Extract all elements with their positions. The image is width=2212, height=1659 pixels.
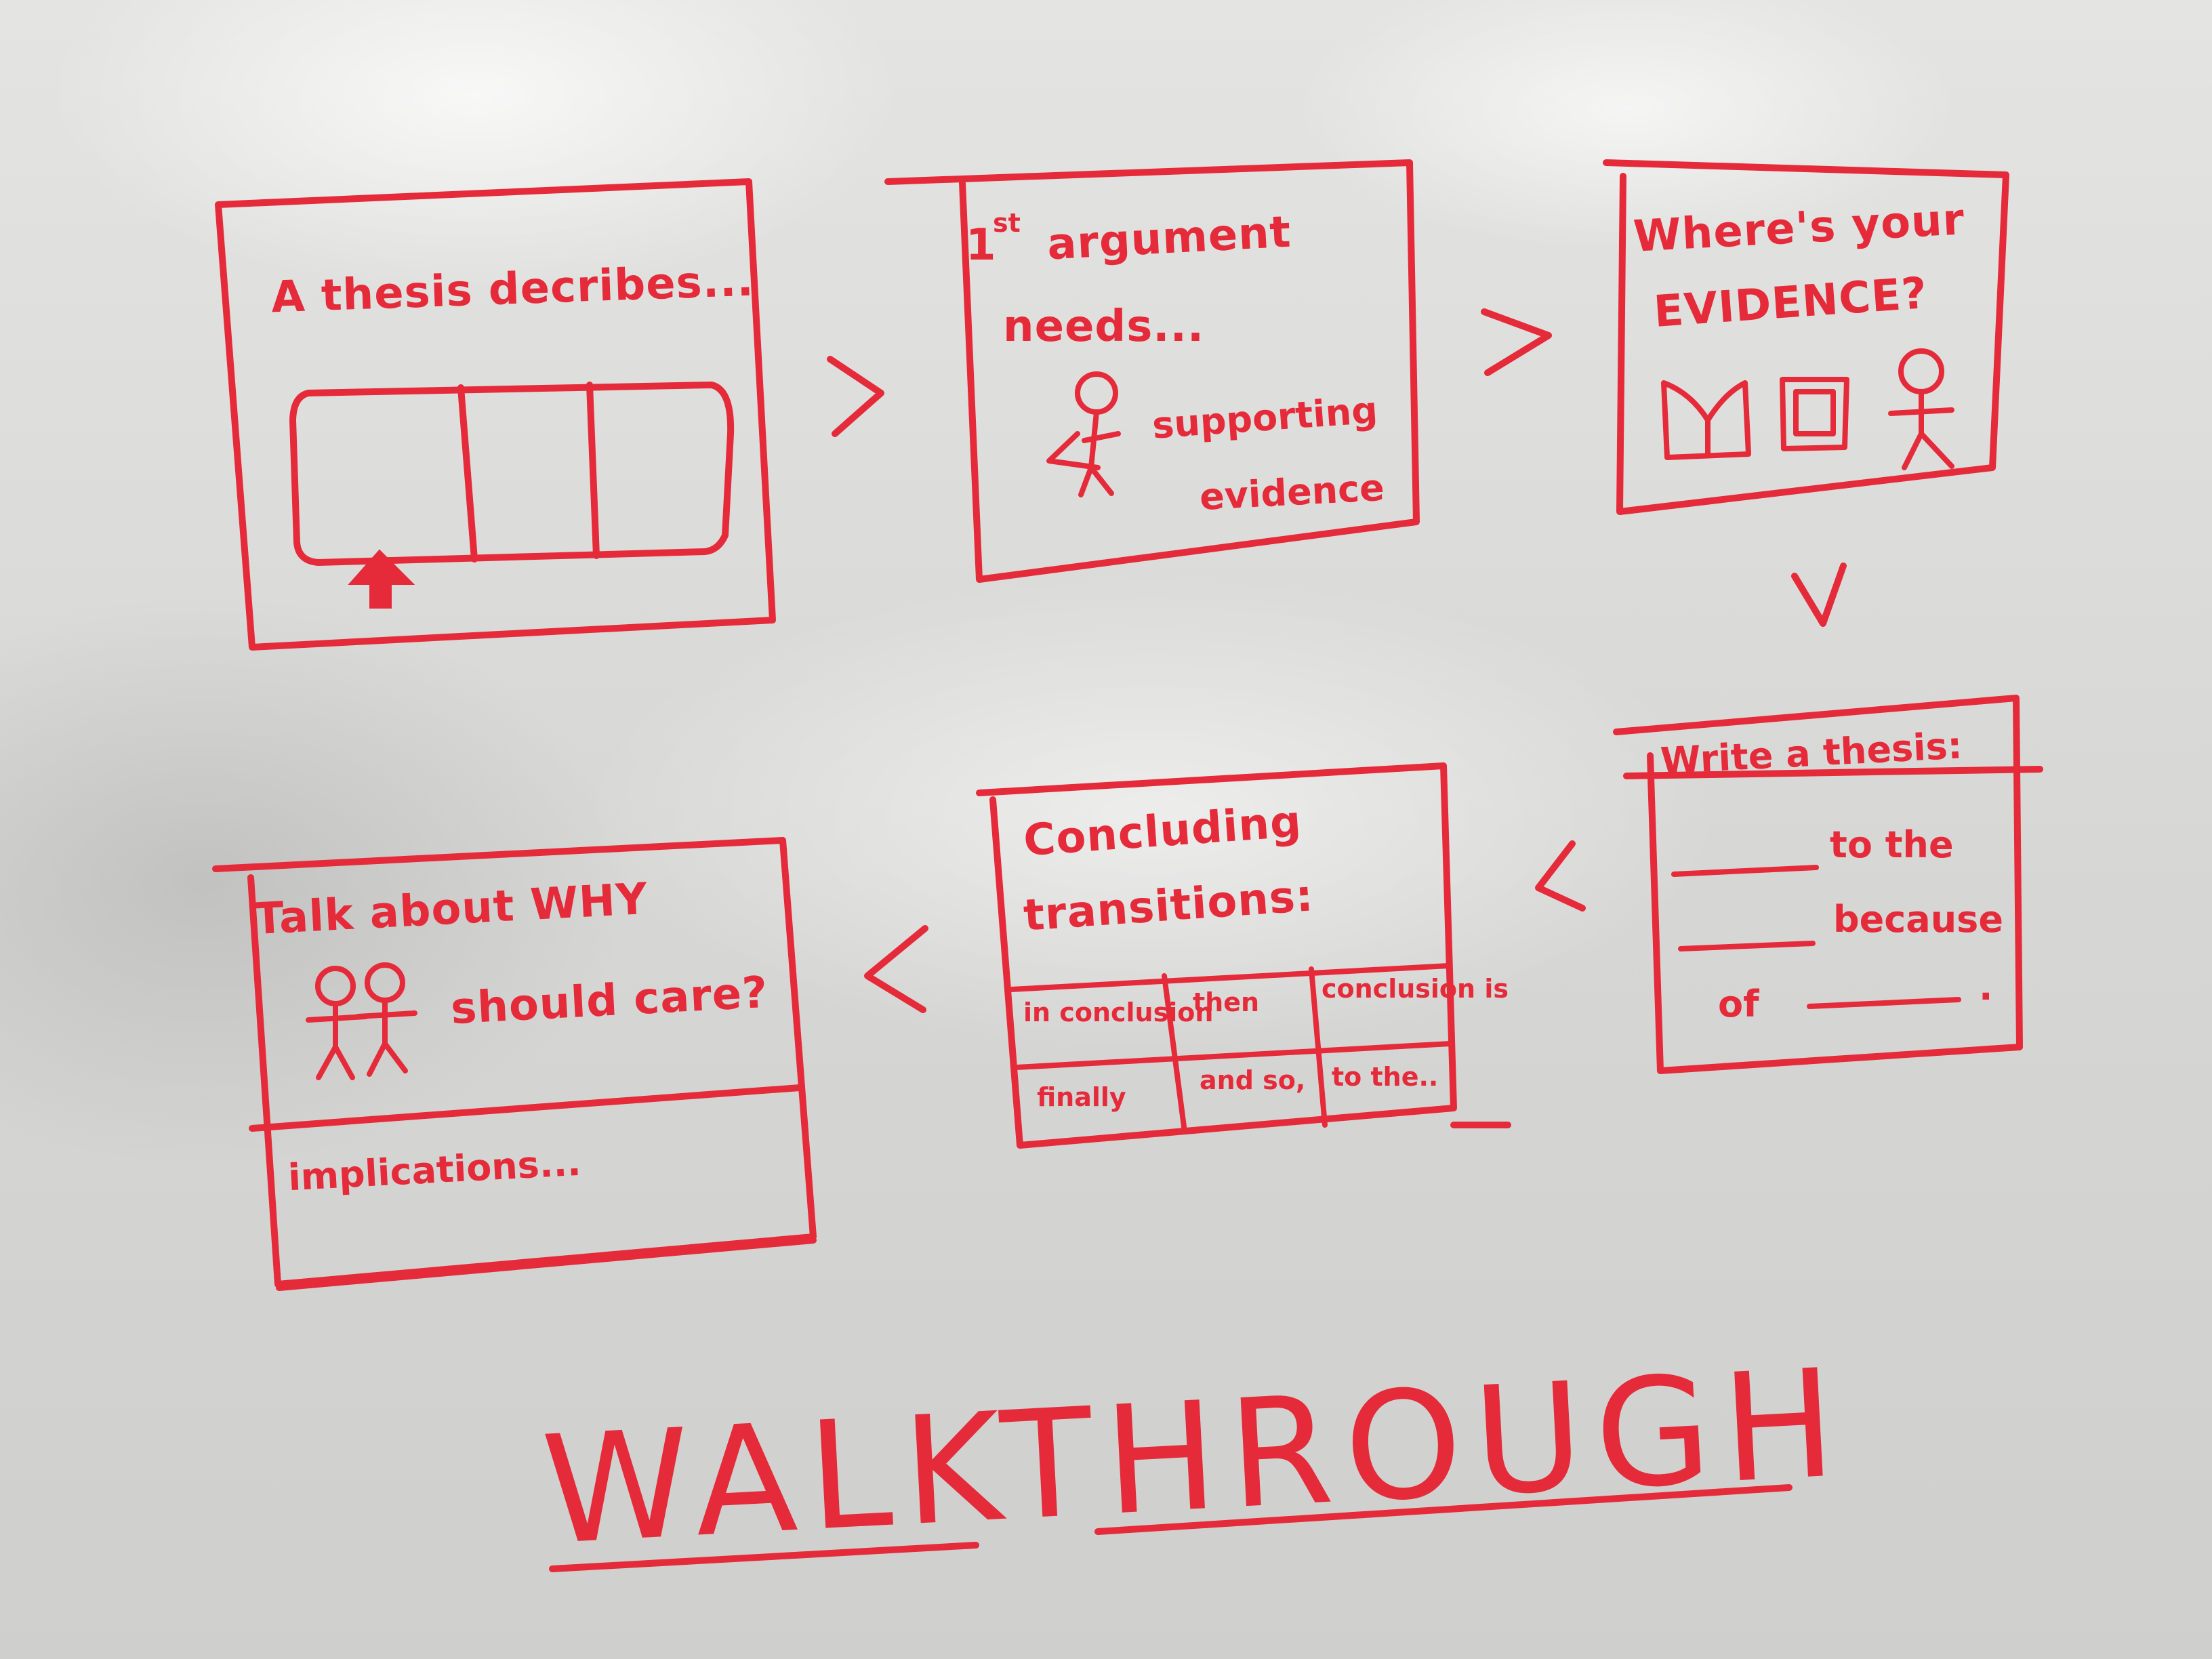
frame-2-heading-line2: needs... — [1003, 302, 1205, 352]
frame-6-border — [212, 837, 817, 1291]
person-icon — [1888, 348, 1954, 470]
title-underline-2 — [1094, 1484, 1793, 1535]
frame-1-border — [215, 178, 776, 651]
frame-4-line2: because — [1833, 898, 2003, 941]
arrow-left-1 — [1535, 840, 1586, 912]
frame-2-caption-line2: evidence — [1198, 466, 1386, 519]
transition-cell: to the.. — [1332, 1062, 1439, 1092]
pointer-arrow-icon — [348, 549, 415, 609]
fill-in-blanks — [1671, 865, 1961, 1009]
arrow-right-2 — [1481, 308, 1552, 376]
frame-2-heading: argument — [1046, 207, 1293, 270]
frame-4-line3-prefix: of — [1718, 983, 1759, 1025]
title-underline-1 — [549, 1542, 979, 1572]
arrow-left-2 — [864, 925, 928, 1013]
arrow-down — [1791, 562, 1847, 627]
transition-cell: and so, — [1200, 1065, 1306, 1095]
transition-cell: conclusion is — [1322, 974, 1509, 1004]
frame-4-line1: to the — [1830, 823, 1954, 866]
frame-4-line3-suffix: . — [1979, 966, 1993, 1008]
frame-2-heading-superscript: st — [993, 208, 1021, 238]
frame-2-border — [884, 159, 1420, 583]
thesis-bar-diagram — [289, 382, 735, 566]
arrow-right-1 — [827, 356, 884, 437]
person-pointing-icon — [1046, 371, 1121, 497]
screen-icon — [1780, 377, 1849, 451]
two-people-icon — [306, 962, 417, 1080]
transition-cell: finally — [1037, 1082, 1126, 1112]
transition-cell: then — [1193, 987, 1260, 1017]
transitions-grid — [1008, 963, 1453, 1134]
book-icon — [1661, 380, 1751, 460]
frame-4-border — [1613, 695, 2043, 1074]
frame-5-border — [976, 762, 1511, 1149]
frame-2-heading-number: 1 — [966, 220, 997, 270]
transition-cell: in conclusion — [1023, 998, 1214, 1027]
frame-3-border — [1603, 159, 2009, 515]
